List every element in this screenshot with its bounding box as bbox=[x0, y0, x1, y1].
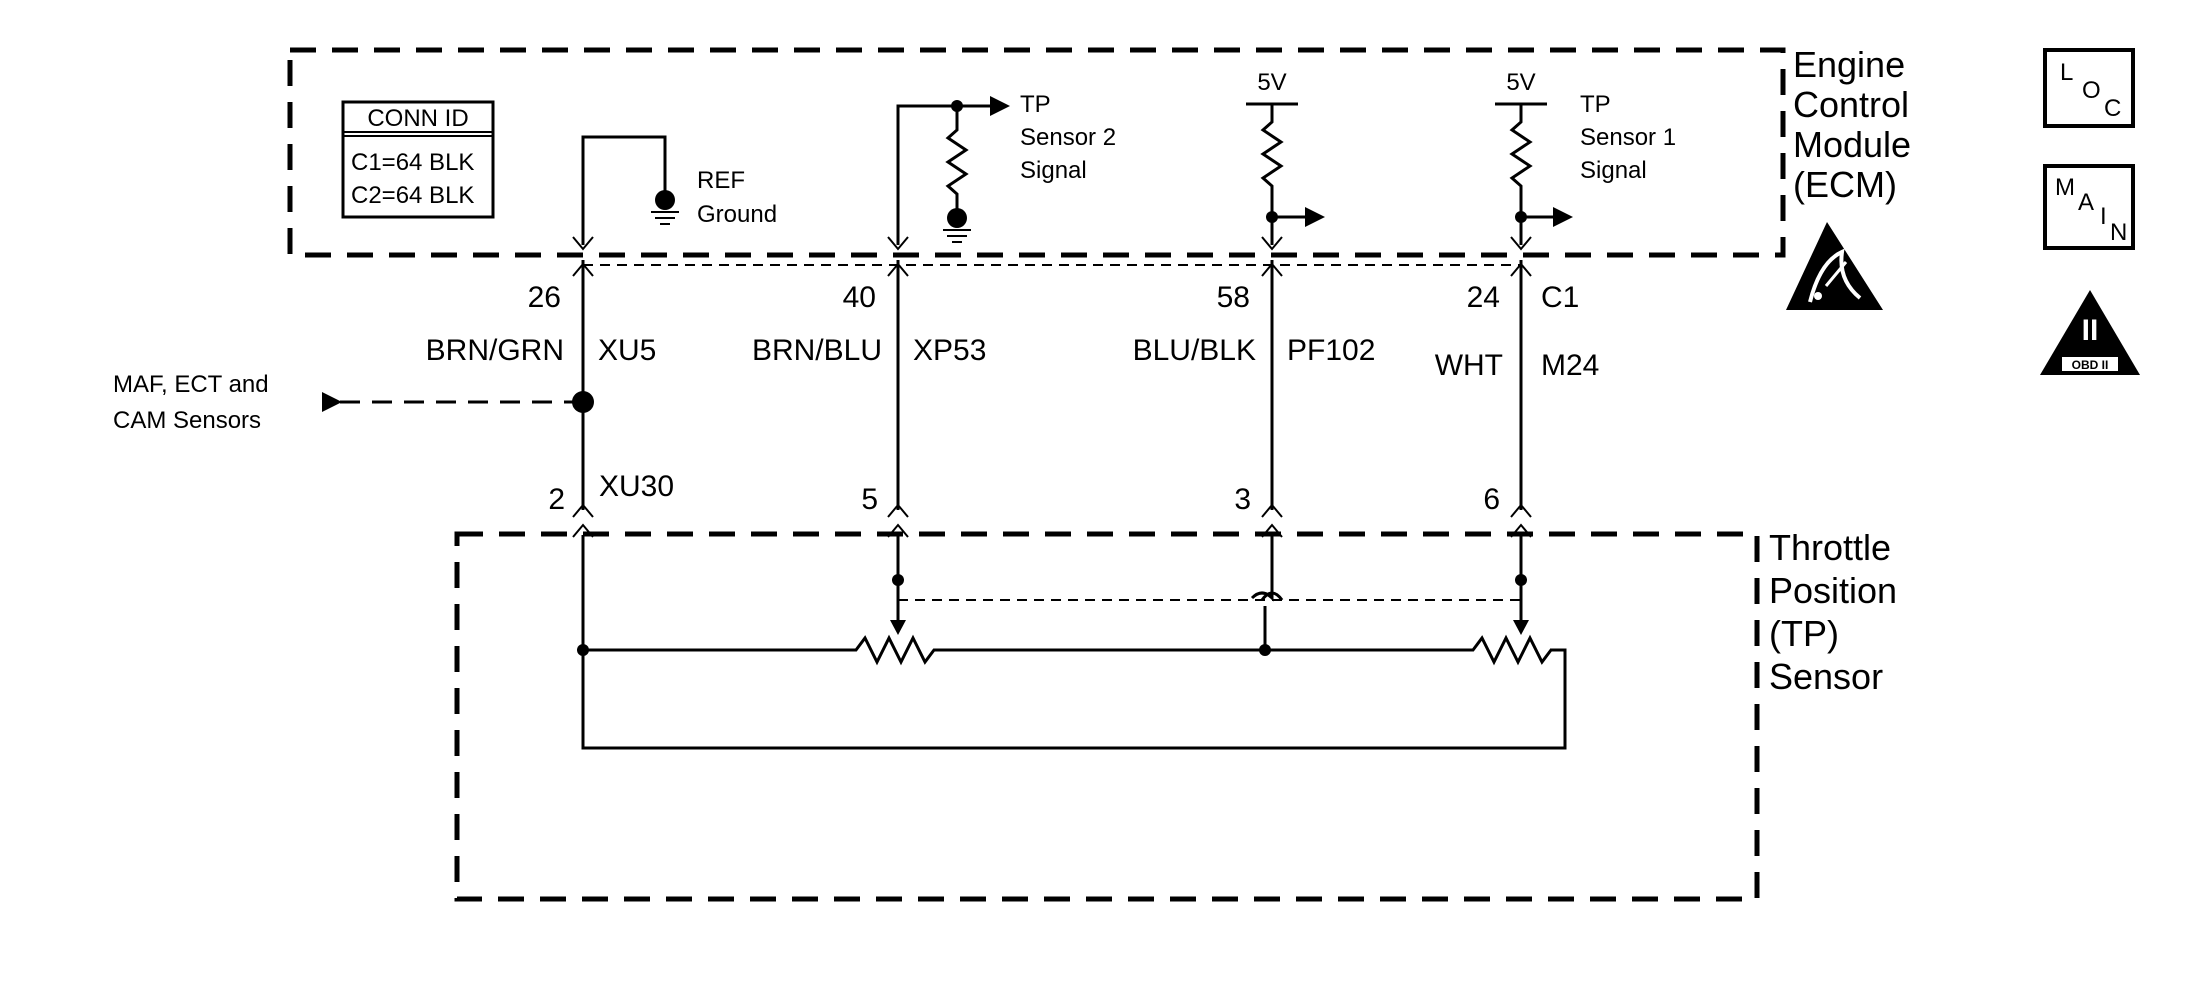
arrow-right-icon bbox=[1305, 207, 1325, 227]
tp-sensor-internal bbox=[577, 535, 1567, 750]
ecm-title-line: Module bbox=[1793, 124, 1911, 165]
circuit-number-label: PF102 bbox=[1287, 334, 1375, 367]
tp1-signal-label: Sensor 1 bbox=[1580, 124, 1676, 151]
external-sensor-feed: MAF, ECT and CAM Sensors bbox=[113, 371, 583, 434]
voltage-label: 5V bbox=[1506, 69, 1535, 96]
arrow-right-icon bbox=[322, 392, 342, 412]
loc-icon: L O C bbox=[2043, 48, 2135, 128]
main-icon-letter: A bbox=[2078, 189, 2094, 216]
conn-id-row: C2=64 BLK bbox=[351, 182, 474, 209]
tp2-signal-circuit: TP Sensor 2 Signal bbox=[887, 91, 1116, 251]
main-icon-letter: M bbox=[2055, 174, 2075, 201]
conn-id-table: CONN ID C1=64 BLK C2=64 BLK bbox=[341, 100, 495, 219]
main-icon-letter: I bbox=[2100, 203, 2107, 230]
connector-label: C1 bbox=[1541, 281, 1579, 314]
wire-labels: 26 BRN/GRN XU5 2 XU30 40 BRN/BLU XP53 5 … bbox=[426, 281, 1600, 516]
conn-id-title: CONN ID bbox=[367, 105, 468, 132]
sensor-title-line: Position bbox=[1769, 570, 1897, 611]
tp1-signal-label: Signal bbox=[1580, 157, 1647, 184]
circuit-number-label: M24 bbox=[1541, 349, 1599, 382]
circuit-number-label: XU30 bbox=[599, 470, 674, 503]
loc-icon-letter: O bbox=[2082, 77, 2101, 104]
circuit-number-label: XU5 bbox=[598, 334, 656, 367]
external-sensor-label: CAM Sensors bbox=[113, 407, 261, 434]
ecm-title-line: Engine bbox=[1793, 44, 1905, 85]
tp-sensor-title: Throttle Position (TP) Sensor bbox=[1769, 527, 1897, 697]
5v-reference-a: 5V bbox=[1246, 69, 1325, 251]
wire-color-label: BRN/BLU bbox=[752, 334, 882, 367]
sensor-pin-number: 5 bbox=[861, 483, 878, 516]
ecm-pin-number: 24 bbox=[1467, 281, 1500, 314]
tp1-signal-circuit: 5V TP Sensor 1 Signal bbox=[1495, 69, 1676, 251]
ecm-title: Engine Control Module (ECM) bbox=[1793, 44, 1911, 205]
ecm-pin-number: 40 bbox=[843, 281, 876, 314]
tp1-signal-label: TP bbox=[1580, 91, 1611, 118]
ecm-title-line: Control bbox=[1793, 84, 1909, 125]
circuit-number-label: XP53 bbox=[913, 334, 986, 367]
harness-wires bbox=[572, 260, 1532, 538]
ecm-pin-number: 58 bbox=[1217, 281, 1250, 314]
sensor-pin-number: 3 bbox=[1234, 483, 1251, 516]
tp-sensor-boundary bbox=[454, 531, 1760, 902]
arrow-right-icon bbox=[1553, 207, 1573, 227]
obd-ii-icon: II OBD II bbox=[2040, 290, 2140, 375]
main-icon: M A I N bbox=[2043, 164, 2135, 250]
ref-ground-label: REF bbox=[697, 167, 745, 194]
arrow-right-icon bbox=[990, 96, 1010, 116]
ref-ground-circuit: REF Ground bbox=[572, 135, 777, 251]
main-icon-letter: N bbox=[2110, 219, 2127, 246]
sensor-pin-number: 6 bbox=[1483, 483, 1500, 516]
ref-ground-label: Ground bbox=[697, 201, 777, 228]
tp2-signal-label: Sensor 2 bbox=[1020, 124, 1116, 151]
wire-color-label: BRN/GRN bbox=[426, 334, 564, 367]
esd-warning-icon bbox=[1786, 222, 1883, 310]
wire-color-label: WHT bbox=[1435, 349, 1503, 382]
sensor-title-line: (TP) bbox=[1769, 613, 1839, 654]
external-sensor-label: MAF, ECT and bbox=[113, 371, 269, 398]
loc-icon-letter: L bbox=[2060, 59, 2073, 86]
ecm-boundary bbox=[287, 47, 1786, 258]
arrow-down-icon bbox=[1513, 620, 1529, 635]
tp2-signal-label: Signal bbox=[1020, 157, 1087, 184]
sensor-pin-number: 2 bbox=[548, 483, 565, 516]
obd-icon-numeral: II bbox=[2082, 314, 2099, 347]
ecm-title-line: (ECM) bbox=[1793, 164, 1897, 205]
voltage-label: 5V bbox=[1257, 69, 1286, 96]
loc-icon-letter: C bbox=[2104, 95, 2121, 122]
conn-id-row: C1=64 BLK bbox=[351, 149, 474, 176]
tp2-signal-label: TP bbox=[1020, 91, 1051, 118]
sensor-title-line: Throttle bbox=[1769, 527, 1891, 568]
ecm-pin-number: 26 bbox=[528, 281, 561, 314]
wire-color-label: BLU/BLK bbox=[1133, 334, 1256, 367]
obd-icon-caption: OBD II bbox=[2072, 358, 2109, 372]
arrow-down-icon bbox=[890, 620, 906, 635]
sensor-title-line: Sensor bbox=[1769, 656, 1883, 697]
